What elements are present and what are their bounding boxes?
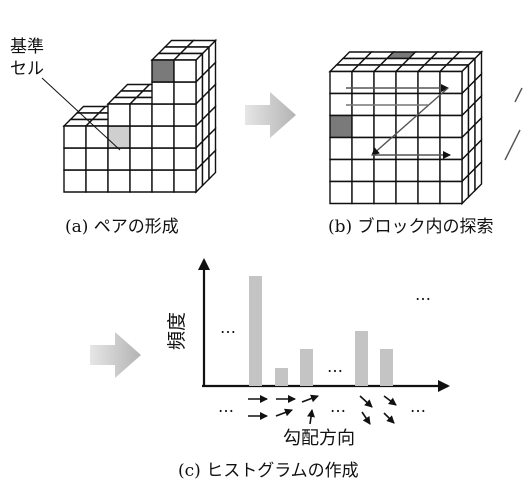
front-cell <box>351 180 375 205</box>
front-cell <box>395 158 419 183</box>
front-cell <box>129 147 153 171</box>
front-cell <box>373 136 397 161</box>
front-cell <box>151 147 175 171</box>
reference-cell-pointer <box>41 77 121 151</box>
front-cell <box>329 114 353 139</box>
side-cell <box>474 160 483 193</box>
ellipsis-left: … <box>220 318 236 337</box>
front-cell <box>329 180 353 205</box>
histogram-bar-3 <box>300 349 313 386</box>
front-cell <box>395 180 419 205</box>
caption-b: (b) ブロック内の探索 <box>328 216 494 237</box>
search-path <box>346 84 523 161</box>
front-cell <box>439 92 463 117</box>
histogram-bar-1 <box>249 276 262 386</box>
histogram-bar-2 <box>275 368 288 386</box>
front-cell <box>151 81 175 105</box>
histogram-bar-4 <box>355 331 368 386</box>
front-cell <box>439 70 463 95</box>
reference-cell-label: 基準 <box>10 37 44 57</box>
front-cell <box>107 125 131 149</box>
front-cell <box>417 114 441 139</box>
front-cell <box>351 114 375 139</box>
side-cell <box>208 148 217 181</box>
ellipsis-arrows-left: … <box>218 397 234 416</box>
front-cell <box>329 136 353 161</box>
front-cell <box>373 158 397 183</box>
front-cell <box>63 125 87 149</box>
front-cell <box>351 136 375 161</box>
front-cell <box>439 136 463 161</box>
front-cell <box>173 59 197 83</box>
front-cell <box>395 70 419 95</box>
front-cell <box>85 169 109 193</box>
front-cell <box>85 147 109 171</box>
cube-grid-a <box>62 38 218 194</box>
front-cell <box>173 169 197 193</box>
front-cell <box>107 147 131 171</box>
front-cell <box>151 59 175 83</box>
caption-a: (a) ペアの形成 <box>65 217 179 237</box>
front-cell <box>63 169 87 193</box>
front-cell <box>173 125 197 149</box>
front-cell <box>173 81 197 105</box>
front-cell <box>439 158 463 183</box>
front-cell <box>417 136 441 161</box>
front-cell <box>373 180 397 205</box>
ellipsis-mid: … <box>327 357 343 376</box>
front-cell <box>129 169 153 193</box>
panel-c: 頻度 … … … … … … 勾配方向 (c) ヒストグラムの作成 <box>166 258 450 481</box>
front-cell <box>129 125 153 149</box>
front-cell <box>151 103 175 127</box>
flow-arrow-ab <box>245 92 296 138</box>
ellipsis-arrows-mid: … <box>330 397 346 416</box>
gradient-direction-arrows <box>248 394 397 425</box>
panel-b: (b) ブロック内の探索 <box>328 50 523 237</box>
caption-c: (c) ヒストグラムの作成 <box>178 461 359 481</box>
front-cell <box>151 169 175 193</box>
ellipsis-right: … <box>415 285 431 304</box>
front-cell <box>329 70 353 95</box>
cube-grid-b <box>328 50 484 206</box>
front-cell <box>373 114 397 139</box>
front-cell <box>373 70 397 95</box>
reference-cell-label-line2: セル <box>10 59 44 79</box>
front-cell <box>63 147 87 171</box>
front-cell <box>151 125 175 149</box>
front-cell <box>351 70 375 95</box>
front-cell <box>417 158 441 183</box>
front-cell <box>351 158 375 183</box>
front-cell <box>439 114 463 139</box>
front-cell <box>395 114 419 139</box>
front-cell <box>417 70 441 95</box>
x-axis-label: 勾配方向 <box>283 428 355 449</box>
front-cell <box>395 136 419 161</box>
front-cell <box>107 169 131 193</box>
panel-a: 基準 セル (a) ペアの形成 <box>10 37 218 237</box>
front-cell <box>173 147 197 171</box>
front-cell <box>329 158 353 183</box>
y-axis-label: 頻度 <box>166 312 188 350</box>
front-cell <box>107 103 131 127</box>
histogram-bar-5 <box>380 349 393 386</box>
ellipsis-arrows-right: … <box>410 397 426 416</box>
front-cell <box>129 103 153 127</box>
flow-arrow-c <box>90 332 141 378</box>
front-cell <box>173 103 197 127</box>
front-cell <box>439 180 463 205</box>
front-cell <box>417 180 441 205</box>
